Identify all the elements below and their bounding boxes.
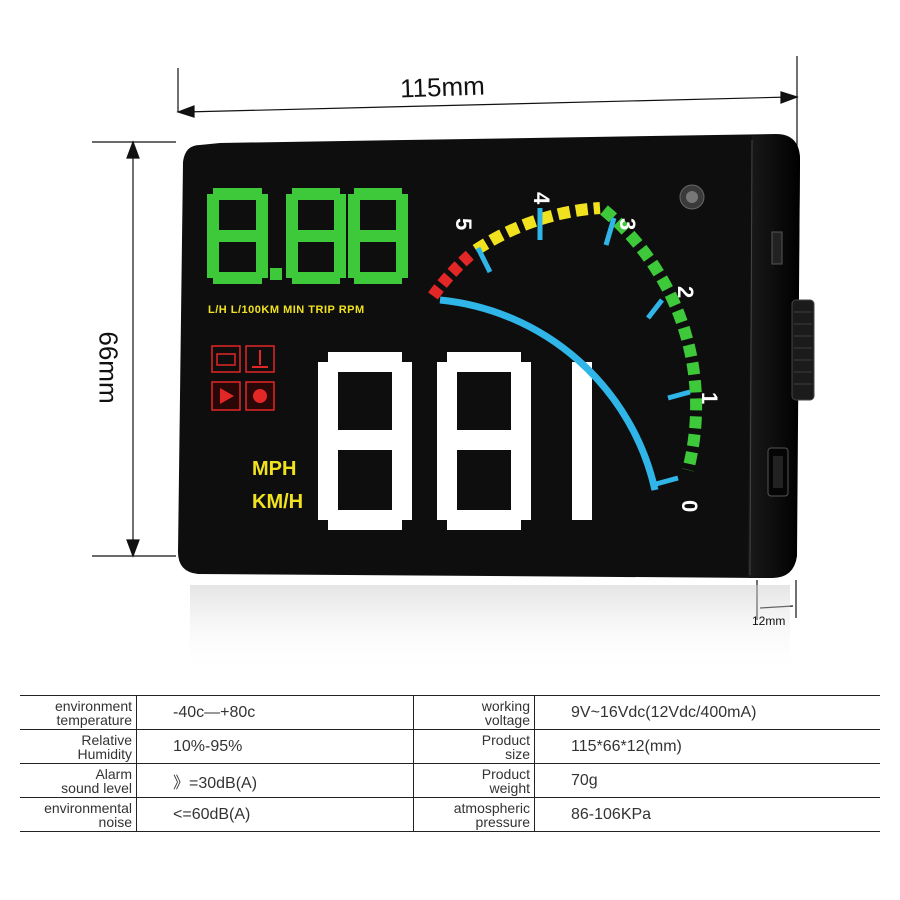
speed-alarm-icon bbox=[211, 381, 241, 411]
dimension-height-label: 66mm bbox=[93, 331, 124, 404]
spec-label-line: Alarm bbox=[95, 765, 132, 782]
spec-value: 10%-95% bbox=[136, 729, 414, 764]
spec-label-line: voltage bbox=[484, 711, 530, 728]
light-sensor-icon bbox=[679, 184, 705, 210]
rpm-tick-1: 1 bbox=[697, 392, 722, 404]
spec-label-line: size bbox=[505, 745, 530, 762]
spec-value: <=60dB(A) bbox=[136, 797, 414, 832]
spec-value: -40c—+80c bbox=[136, 695, 414, 730]
dimension-width-label: 115mm bbox=[399, 70, 486, 104]
spec-label-line: working bbox=[481, 697, 530, 714]
trip-computer-digits bbox=[207, 188, 408, 284]
spec-label-line: temperature bbox=[56, 711, 132, 728]
spec-label-line: weight bbox=[489, 779, 530, 796]
speed-unit-mph: MPH bbox=[252, 458, 296, 480]
coolant-temperature-icon bbox=[245, 345, 275, 373]
spec-label-line: Relative bbox=[81, 731, 132, 748]
spec-value: 70g bbox=[534, 763, 880, 798]
warning-icons bbox=[211, 345, 275, 411]
spec-label-line: environment bbox=[54, 697, 132, 714]
spec-label-line: Product bbox=[481, 731, 530, 748]
battery-icon bbox=[211, 345, 241, 373]
dimension-lines bbox=[92, 56, 799, 620]
spec-value: 115*66*12(mm) bbox=[534, 729, 880, 764]
rpm-tick-5: 5 bbox=[451, 218, 476, 230]
spec-value: 9V~16Vdc(12Vdc/400mA) bbox=[534, 695, 880, 730]
rpm-tick-3: 3 bbox=[615, 218, 640, 230]
spec-label-line: sound level bbox=[61, 779, 132, 796]
spec-label-line: Product bbox=[481, 765, 530, 782]
dimension-depth-label: 12mm bbox=[752, 614, 786, 628]
speed-digits bbox=[318, 352, 592, 530]
rpm-tick-2: 2 bbox=[673, 286, 698, 298]
engine-alarm-icon bbox=[245, 381, 275, 411]
mini-usb-port-icon bbox=[767, 447, 789, 497]
spec-label-line: environmental bbox=[44, 799, 132, 816]
spec-value: 86-106KPa bbox=[534, 797, 880, 832]
rpm-tick-4: 4 bbox=[529, 192, 554, 205]
rpm-gauge bbox=[428, 202, 703, 491]
spec-value: 》=30dB(A) bbox=[136, 763, 414, 798]
side-scroll-wheel[interactable] bbox=[791, 299, 815, 401]
spec-label-line: Humidity bbox=[77, 745, 132, 762]
rpm-tick-0: 0 bbox=[677, 500, 702, 512]
spec-label-line: pressure bbox=[475, 813, 530, 830]
spec-label-line: atmospheric bbox=[453, 799, 530, 816]
device-reflection bbox=[190, 585, 790, 675]
side-switch-button[interactable] bbox=[771, 231, 783, 265]
spec-label-line: noise bbox=[98, 813, 132, 830]
speed-unit-kmh: KM/H bbox=[252, 491, 303, 513]
trip-unit-labels: L/H L/100KM MIN TRIP RPM bbox=[208, 304, 365, 316]
